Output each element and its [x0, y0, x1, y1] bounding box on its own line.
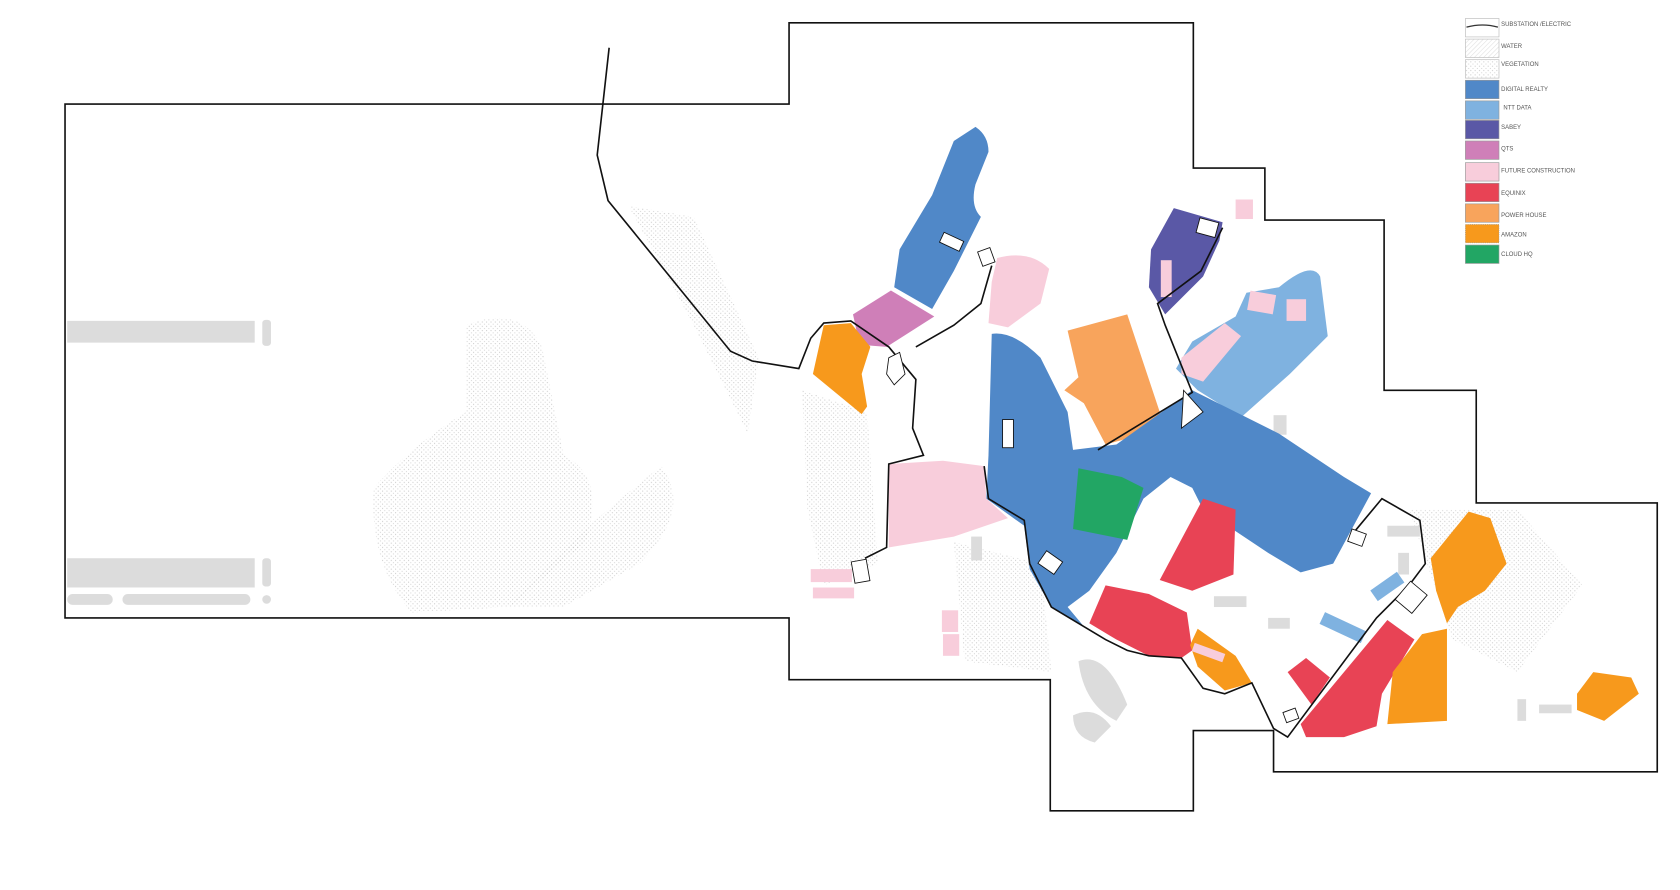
parcel-cloud-hq[interactable]: [1073, 468, 1144, 540]
legend-item-cloud-hq: CLOUD HQ: [1465, 244, 1533, 264]
legend-item-future-construction: FUTURE CONSTRUCTION: [1465, 162, 1575, 182]
svg-text:NTT DATA: NTT DATA: [1503, 106, 1531, 112]
svg-text:WATER: WATER: [1501, 44, 1523, 50]
legend-item-ntt-data: NTT DATA: [1465, 100, 1531, 120]
legend-item-vegetation: VEGETATION: [1465, 59, 1539, 79]
parcel-ntt-small-1[interactable]: [1370, 571, 1405, 602]
parcel-digital-realty-central[interactable]: [986, 333, 1372, 627]
parcel-future-west[interactable]: [888, 460, 1008, 548]
vegetation-areas: [373, 206, 1583, 673]
parcel-equinix-small[interactable]: [1287, 657, 1330, 705]
parcel-future-ntt-3[interactable]: [1181, 323, 1242, 382]
parcel-qts[interactable]: [853, 290, 935, 347]
parcel-amazon-west[interactable]: [812, 323, 871, 415]
svg-text:CLOUD HQ: CLOUD HQ: [1501, 252, 1533, 258]
svg-text:POWER HOUSE: POWER HOUSE: [1501, 213, 1546, 219]
svg-text:QTS: QTS: [1501, 147, 1513, 153]
svg-text:AMAZON: AMAZON: [1501, 232, 1526, 238]
substations: [850, 217, 1428, 724]
legend-item-equinix: EQUINIX: [1465, 182, 1526, 202]
legend: SUBSTATION /ELECTRIC WATER VEGETATION DI…: [1465, 18, 1575, 264]
svg-text:SUBSTATION /ELECTRIC: SUBSTATION /ELECTRIC: [1501, 22, 1572, 28]
legend-item-sabey: SABEY: [1465, 120, 1521, 140]
parcel-future-ntt-1[interactable]: [1247, 290, 1277, 315]
parcel-amazon-east-3[interactable]: [1577, 672, 1639, 721]
parcel-equinix-north[interactable]: [1159, 498, 1236, 591]
parcel-equinix-southeast[interactable]: [1300, 620, 1415, 738]
legend-item-qts: QTS: [1465, 140, 1513, 160]
parcels: [810, 126, 1639, 738]
legend-item-amazon: AMAZON: [1465, 224, 1527, 244]
parcel-future-sw-2[interactable]: [812, 587, 855, 599]
parcel-future-sabey[interactable]: [1160, 260, 1172, 298]
legend-item-power-house: POWER HOUSE: [1465, 203, 1547, 223]
parcel-power-house[interactable]: [1064, 314, 1166, 445]
legend-item-water: WATER: [1465, 38, 1523, 58]
site-boundary: [64, 22, 1659, 812]
svg-text:FUTURE CONSTRUCTION: FUTURE CONSTRUCTION: [1501, 168, 1575, 174]
parcel-future-north[interactable]: [988, 255, 1050, 328]
svg-text:DIGITAL REALTY: DIGITAL REALTY: [1501, 87, 1548, 93]
existing-buildings: [67, 319, 1572, 743]
parcel-future-south-1[interactable]: [941, 610, 959, 632]
parcel-future-south-2[interactable]: [942, 634, 960, 656]
parcel-ntt-small-2[interactable]: [1319, 612, 1367, 644]
parcel-future-sw-1[interactable]: [810, 569, 852, 583]
legend-item-digital-realty: DIGITAL REALTY: [1465, 79, 1548, 100]
parcel-amazon-east-1[interactable]: [1387, 628, 1447, 725]
substation-electric-line: [596, 47, 1427, 739]
parcel-future-amazon-south[interactable]: [1191, 642, 1226, 663]
parcel-digital-realty-north[interactable]: [894, 126, 989, 309]
parcel-amazon-east-2[interactable]: [1430, 511, 1507, 624]
parcel-future-northeast[interactable]: [1235, 199, 1253, 220]
parcel-equinix-west[interactable]: [1089, 585, 1193, 658]
parcel-future-ntt-2[interactable]: [1286, 299, 1307, 321]
svg-text:EQUINIX: EQUINIX: [1501, 191, 1526, 197]
legend-item-substation-electric: SUBSTATION /ELECTRIC: [1465, 18, 1572, 38]
svg-text:SABEY: SABEY: [1501, 125, 1521, 131]
svg-text:VEGETATION: VEGETATION: [1501, 62, 1539, 68]
